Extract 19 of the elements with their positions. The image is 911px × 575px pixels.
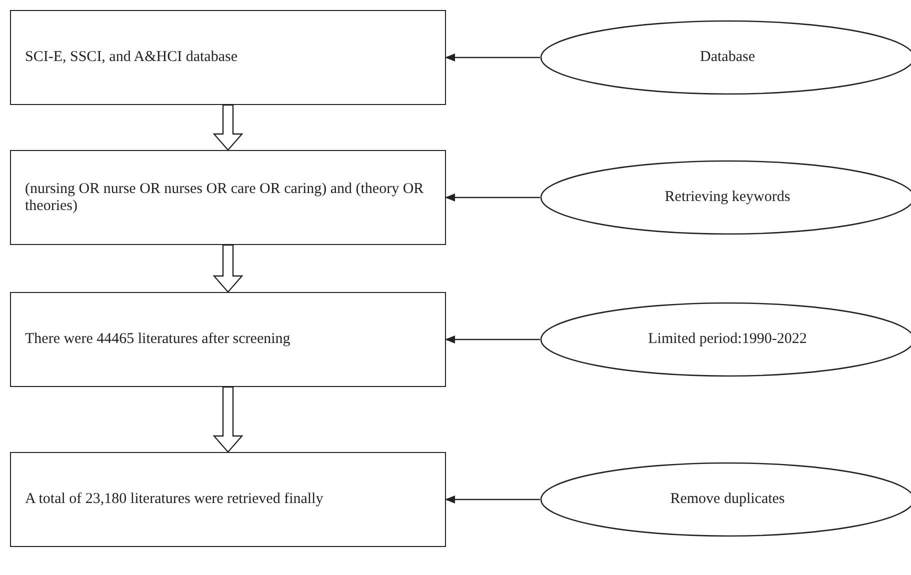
- arrow: [445, 54, 540, 62]
- arrow: [445, 496, 540, 504]
- arrow: [445, 336, 540, 344]
- hollow-arrow: [212, 386, 244, 453]
- node-text: There were 44465 literatures after screening: [25, 331, 290, 348]
- process-box: [10, 10, 446, 105]
- process-box: [10, 292, 446, 387]
- node-text: A total of 23,180 literatures were retrieved finally: [25, 491, 324, 508]
- hollow-arrow: [212, 244, 244, 293]
- node-text: Retrieving keywords: [664, 189, 792, 206]
- node-text: Database: [699, 49, 756, 66]
- hollow-arrow: [212, 104, 244, 151]
- arrow: [445, 194, 540, 202]
- node-text: SCI-E, SSCI, and A&HCI database: [25, 49, 238, 66]
- process-box: [10, 150, 446, 245]
- node-text: Remove duplicates: [669, 491, 786, 508]
- process-box: [10, 452, 446, 547]
- node-text: Limited period:1990-2022: [647, 331, 808, 348]
- node-text: (nursing OR nurse OR nurses OR care OR caring) and (theory OR theories): [25, 180, 425, 214]
